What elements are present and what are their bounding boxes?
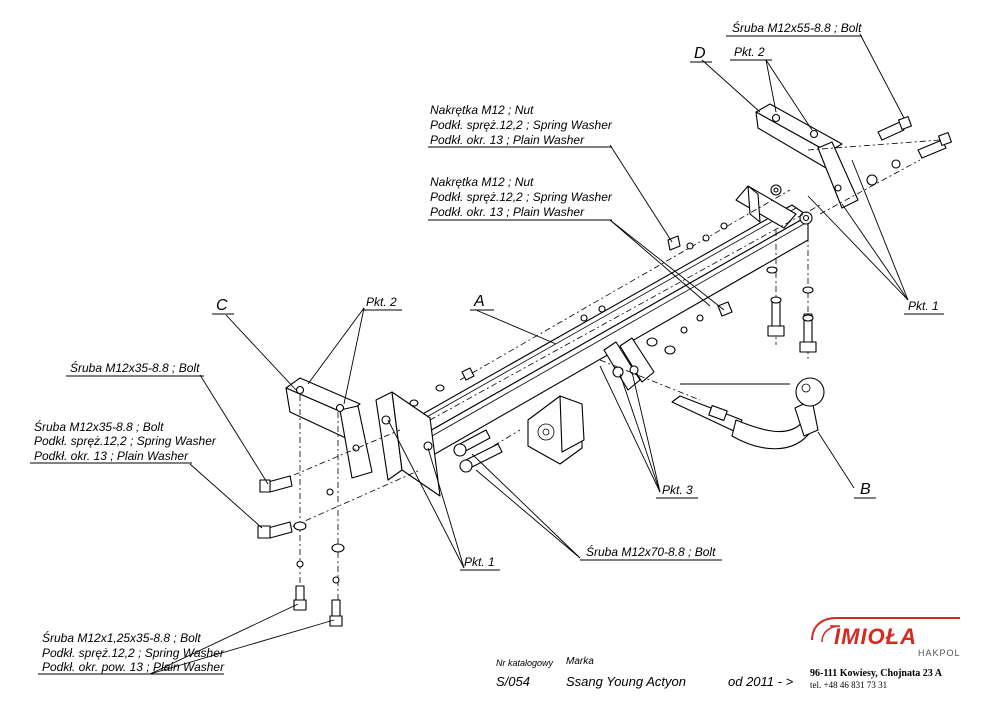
label-nut-1-line3: Podkł. okr. 13 ; Plain Washer <box>430 133 585 147</box>
labels: Śruba M12x55-8.8 ; Bolt D Pkt. 2 Nakrętk… <box>30 20 944 675</box>
label-nut-2-line3: Podkł. okr. 13 ; Plain Washer <box>430 205 585 219</box>
label-nut-2-line2: Podkł. spręż.12,2 ; Spring Washer <box>430 190 613 204</box>
brand-value: Ssang Young Actyon <box>566 674 686 689</box>
label-bolt-left-2-line2: Podkł. spręż.12,2 ; Spring Washer <box>34 434 217 448</box>
label-bolt-bottom-line1: Śruba M12x1,25x35-8.8 ; Bolt <box>42 630 201 645</box>
date-range: od 2011 - > <box>728 674 794 689</box>
label-b: B <box>860 481 871 498</box>
company-phone: tel. +48 46 831 73 31 <box>810 680 887 690</box>
footer: Nr katalogowy S/054 Marka Ssang Young Ac… <box>496 656 794 689</box>
logo-text: IMIOŁA <box>834 624 917 649</box>
company-address: 96-111 Kowiesy, Chojnata 23 A <box>810 668 943 679</box>
label-bolt-left-1: Śruba M12x35-8.8 ; Bolt <box>70 360 200 375</box>
ball-hook-b <box>671 377 825 450</box>
bracket-c <box>285 377 373 479</box>
label-bolt-bottom-line2: Podkł. spręż.12,2 ; Spring Washer <box>42 646 225 660</box>
logo-sub: HAKPOL <box>918 648 961 658</box>
label-pkt1-bottom: Pkt. 1 <box>464 555 495 569</box>
bracket-d <box>755 103 859 209</box>
brand-label: Marka <box>566 656 594 667</box>
label-a: A <box>473 293 485 310</box>
catalog-value: S/054 <box>496 674 530 689</box>
label-pkt3: Pkt. 3 <box>662 483 693 497</box>
label-d: D <box>694 45 706 62</box>
label-pkt2-top: Pkt. 2 <box>734 45 765 59</box>
label-bolt-left-2-line1: Śruba M12x35-8.8 ; Bolt <box>34 419 164 434</box>
catalog-label: Nr katalogowy <box>496 658 554 668</box>
label-nut-2-line1: Nakrętka M12 ; Nut <box>430 175 534 189</box>
label-pkt2-left: Pkt. 2 <box>366 295 397 309</box>
crossbar-a <box>375 184 813 497</box>
assembly-axes <box>267 139 941 625</box>
label-bolt-left-2-line3: Podkł. okr. 13 ; Plain Washer <box>34 449 189 463</box>
label-c: C <box>216 297 228 314</box>
label-bolt-bottom-line3: Podkł. okr. pow. 13 ; Plain Washer <box>42 660 225 674</box>
label-nut-1-line2: Podkł. spręż.12,2 ; Spring Washer <box>430 118 613 132</box>
label-bolt-long: Śruba M12x70-8.8 ; Bolt <box>586 544 716 559</box>
leader-lines <box>149 33 909 675</box>
hardware <box>257 116 952 627</box>
label-nut-1-line1: Nakrętka M12 ; Nut <box>430 103 534 117</box>
socket-plate <box>527 395 585 465</box>
label-pkt1-right: Pkt. 1 <box>908 299 939 313</box>
label-bolt-top: Śruba M12x55-8.8 ; Bolt <box>732 20 862 35</box>
company-logo: IMIOŁA HAKPOL 96-111 Kowiesy, Chojnata 2… <box>810 617 961 690</box>
